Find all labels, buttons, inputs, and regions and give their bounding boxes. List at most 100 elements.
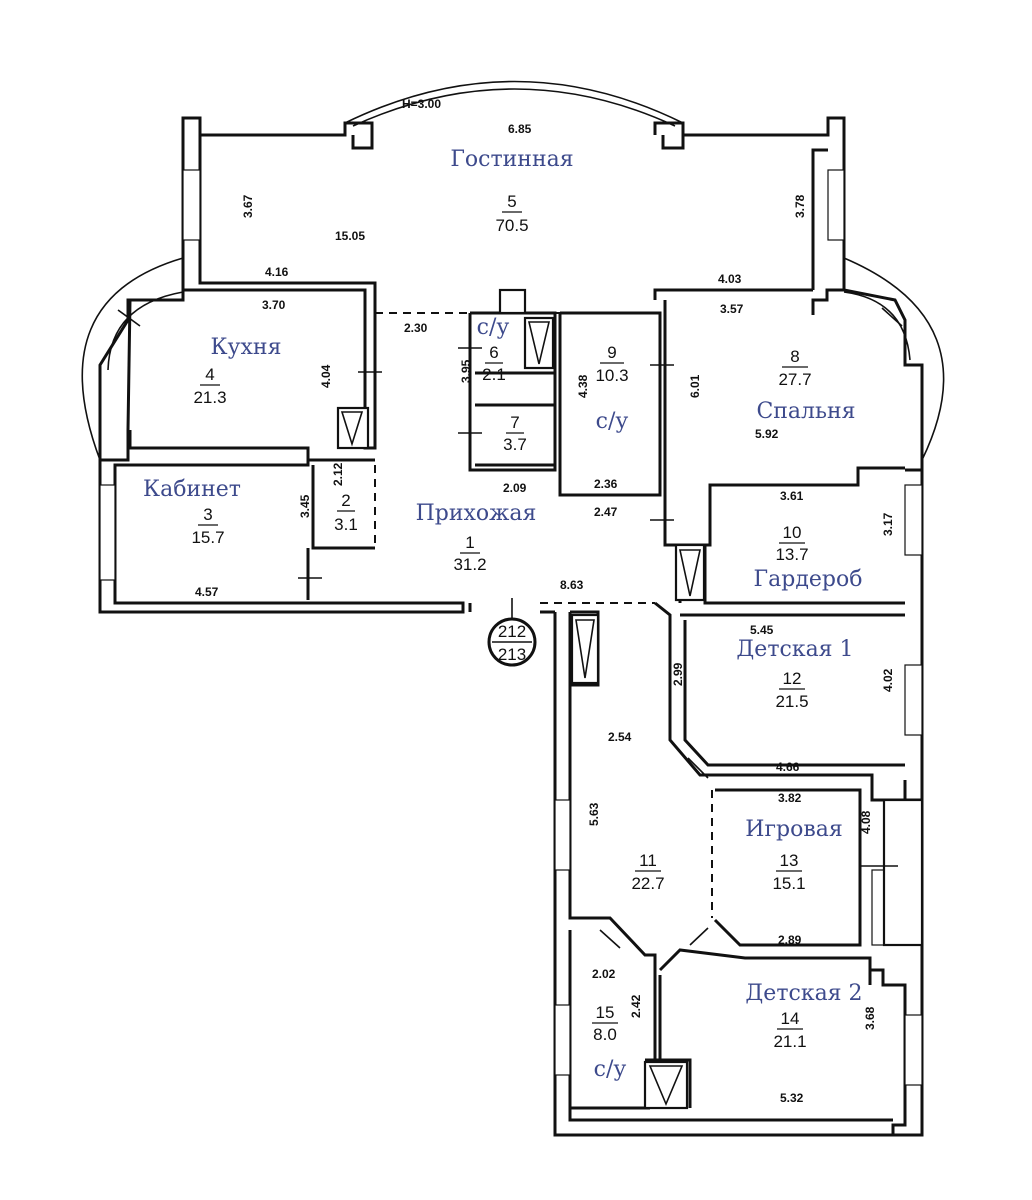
bay-left-arc-inner: [107, 291, 184, 371]
dim-4-16: 4.16: [265, 265, 289, 279]
shaft-kitchen-diag: [340, 411, 364, 447]
dim-3-57: 3.57: [720, 302, 744, 316]
stair-marker: 212 213: [487, 617, 537, 667]
window-living-right: [827, 169, 845, 241]
wall-corridor-right: [654, 601, 905, 802]
room-number-6: 6: [489, 343, 498, 362]
window-wardrobe: [904, 484, 923, 556]
dim-6-01: 6.01: [688, 374, 702, 398]
wall-left-outer: [98, 430, 465, 614]
dim-2-99: 2.99: [671, 662, 685, 686]
ceiling-height-label: H=3.00: [402, 97, 441, 111]
room-name-5: Гостинная: [450, 147, 573, 172]
dim-3-70: 3.70: [262, 298, 286, 312]
shaft-bath15-diag: [648, 1065, 684, 1107]
wall-play: [713, 788, 862, 947]
bay-top-arc: [344, 80, 684, 124]
dim-4-04: 4.04: [319, 364, 333, 388]
room-name-3: Кабинет: [143, 477, 241, 502]
room-name-10: Гардероб: [754, 567, 863, 592]
window-living-left: [182, 169, 201, 241]
shaft-wardrobe-diag: [679, 549, 701, 597]
room-number-11: 11: [639, 851, 657, 870]
dim-15-05: 15.05: [335, 229, 365, 243]
room-area-10: 13.7: [775, 545, 808, 564]
room-number-7: 7: [510, 413, 519, 432]
room-name-1: Прихожая: [416, 501, 537, 526]
room-number-13: 13: [780, 851, 799, 870]
dim-2-89: 2.89: [778, 933, 802, 947]
windows: [99, 169, 923, 1086]
wall-bedroom: [663, 300, 905, 547]
dim-3-82: 3.82: [778, 791, 802, 805]
room-area-11: 22.7: [631, 874, 664, 893]
shaft-wc6-diag: [527, 321, 551, 365]
wall-bath9: [558, 311, 662, 497]
room-area-13: 15.1: [772, 874, 805, 893]
dim-3-68: 3.68: [863, 1006, 877, 1030]
dim-4-38: 4.38: [576, 374, 590, 398]
door-marks: [117, 307, 903, 949]
window-corridor-2: [554, 1004, 571, 1076]
room-number-12: 12: [783, 669, 802, 688]
room-area-14: 21.1: [773, 1032, 806, 1051]
room-number-9: 9: [607, 343, 616, 362]
dim-2-47: 2.47: [594, 505, 618, 519]
dashed-openings: [374, 300, 713, 918]
wall-child1: [680, 613, 905, 767]
window-study: [99, 484, 116, 581]
dim-3-95: 3.95: [459, 359, 473, 383]
room-number-10: 10: [783, 523, 802, 542]
room-area-4: 21.3: [193, 388, 226, 407]
dim-4-57: 4.57: [195, 585, 219, 599]
dim-5-32: 5.32: [780, 1091, 804, 1105]
room-name-8: Спальня: [756, 399, 855, 424]
dimension-labels: 6.85 3.67 15.05 3.78 4.16 4.03 3.70 2.30…: [195, 122, 895, 1105]
room-area-12: 21.5: [775, 692, 808, 711]
bay-left-arc: [81, 257, 184, 461]
wall-bath15: [570, 1058, 692, 1110]
dim-4-08: 4.08: [859, 810, 873, 834]
room-name-9: с/у: [596, 409, 629, 434]
room-area-8: 27.7: [778, 370, 811, 389]
room-number-15: 15: [596, 1003, 615, 1022]
dim-5-63: 5.63: [587, 802, 601, 826]
dim-3-17: 3.17: [881, 512, 895, 536]
dim-2-36: 2.36: [594, 477, 618, 491]
room-area-6: 2.1: [482, 365, 506, 384]
stair-label-top: 212: [498, 622, 526, 641]
room-number-4: 4: [205, 365, 214, 384]
room-area-15: 8.0: [593, 1025, 617, 1044]
dim-2-42: 2.42: [629, 994, 643, 1018]
dim-2-12: 2.12: [331, 462, 345, 486]
dim-3-45: 3.45: [298, 494, 312, 518]
wall-kitchen-left: [98, 290, 185, 462]
room-area-7: 3.7: [503, 435, 527, 454]
wall-wc-block: [468, 311, 557, 472]
dim-5-45: 5.45: [750, 623, 774, 637]
room-number-1: 1: [465, 533, 474, 552]
room-number-5: 5: [507, 192, 516, 211]
column-play: [882, 798, 924, 947]
shaft-hall: [498, 288, 527, 315]
dim-2-30: 2.30: [404, 321, 428, 335]
bay-right-arc-inner: [843, 291, 911, 361]
room-number-8: 8: [790, 347, 799, 366]
window-corridor-1: [554, 799, 571, 871]
room-number-14: 14: [781, 1009, 800, 1028]
room-labels: Гостинная 5 70.5 Кухня 4 21.3 Кабинет 3 …: [143, 147, 863, 1082]
room-name-15: с/у: [594, 1057, 627, 1082]
fixtures: [336, 288, 924, 1110]
room-name-12: Детская 1: [736, 637, 853, 662]
bay-top-arc-inner: [352, 88, 676, 127]
fraction-bars: [198, 211, 808, 1030]
dim-2-02: 2.02: [592, 967, 616, 981]
window-child1: [904, 664, 923, 736]
room-area-5: 70.5: [495, 216, 528, 235]
dim-6-85: 6.85: [508, 122, 532, 136]
dim-3-61: 3.61: [780, 489, 804, 503]
dim-4-66: 4.66: [776, 760, 800, 774]
wall-niche-2: [306, 458, 375, 600]
room-number-2: 2: [341, 491, 350, 510]
